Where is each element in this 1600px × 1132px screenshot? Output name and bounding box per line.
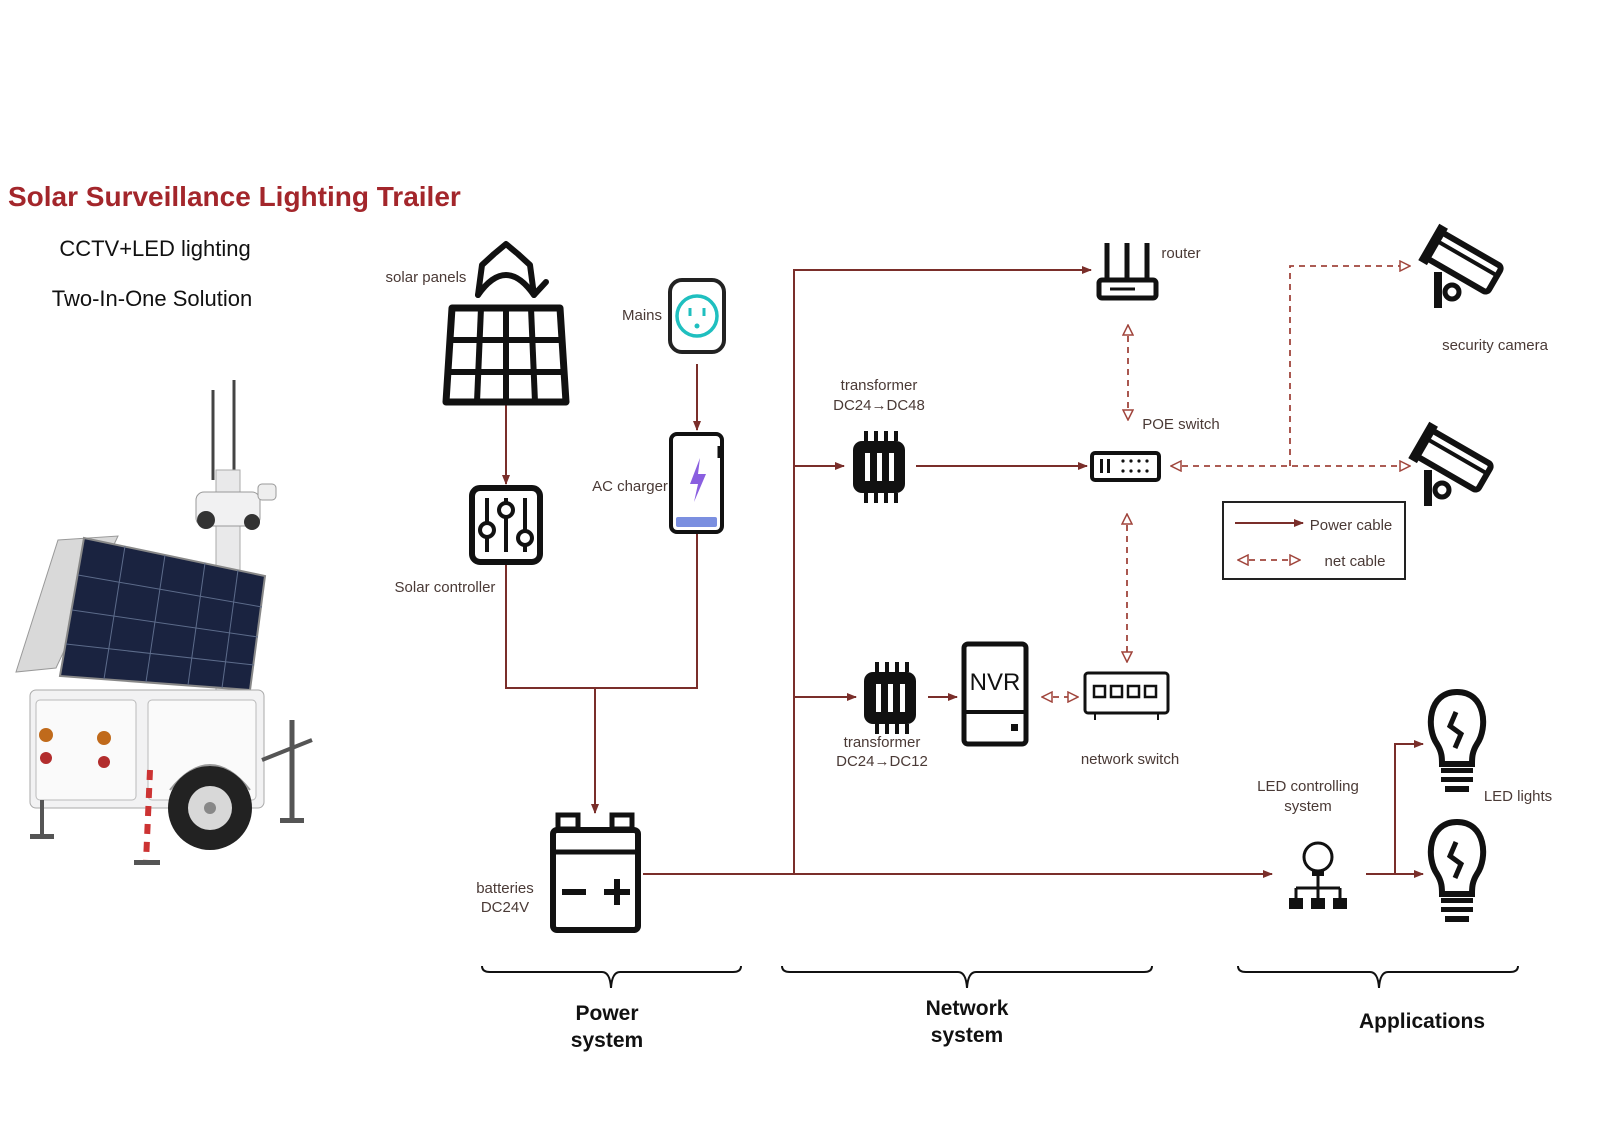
applications-brace [1237, 965, 1519, 989]
transformer-dc48-label: transformer [841, 377, 918, 394]
router-icon [1096, 243, 1159, 301]
transformer-dc12-label: transformer [844, 734, 921, 751]
transformer-dc48-ratio: DC24→DC48 [833, 397, 925, 414]
legend-power-cable: Power cable [1310, 517, 1393, 534]
nvr-icon [961, 641, 1029, 747]
security-camera-label: security camera [1442, 337, 1549, 354]
legend-net-cable: net cable [1325, 553, 1386, 570]
solar-panels-label: solar panels [386, 269, 467, 286]
led-bulb-icon [1427, 688, 1487, 792]
led-controller-label: LED controlling [1257, 778, 1359, 795]
mains-label: Mains [622, 307, 662, 324]
solar-panel-icon [442, 241, 570, 406]
poe-switch-icon [1090, 451, 1161, 482]
led-controller-label-2: system [1284, 798, 1332, 815]
network-system-brace [781, 965, 1153, 989]
ac-charger-icon [669, 432, 724, 534]
power-system-label: Power [575, 1002, 638, 1025]
transformer-dc48-icon [853, 431, 905, 503]
security-camera-icon [1408, 421, 1494, 506]
power-system-brace [481, 965, 742, 989]
led-bulb-icon [1427, 818, 1487, 922]
subtitle-solution: Two-In-One Solution [52, 286, 253, 311]
network-system-label-2: system [931, 1024, 1003, 1047]
batteries-voltage-label: DC24V [481, 899, 529, 916]
poe-switch-label: POE switch [1142, 416, 1220, 433]
subtitle-cctv: CCTV+LED lighting [59, 236, 250, 261]
power-cable-wires [502, 266, 1424, 878]
led-controller-icon [1289, 841, 1347, 909]
ac-charger-label: AC charger [592, 478, 668, 495]
transformer-dc12-icon [864, 662, 916, 734]
led-lights-label: LED lights [1484, 788, 1552, 805]
legend [1222, 501, 1406, 580]
mains-outlet-icon [668, 278, 726, 354]
trailer-illustration [15, 380, 313, 865]
solar-controller-icon [469, 485, 543, 565]
nvr-label: NVR [970, 669, 1021, 696]
transformer-dc12-ratio: DC24→DC12 [836, 753, 928, 770]
batteries-label: batteries [476, 880, 534, 897]
applications-label: Applications [1359, 1010, 1485, 1033]
page-title: Solar Surveillance Lighting Trailer [8, 181, 461, 212]
solar-controller-label: Solar controller [395, 579, 496, 596]
security-camera-icon [1418, 223, 1504, 308]
power-system-label-2: system [571, 1029, 643, 1052]
network-switch-icon [1083, 671, 1170, 720]
battery-icon [550, 812, 641, 933]
network-system-label: Network [926, 997, 1009, 1020]
router-label: router [1161, 245, 1200, 262]
net-cable-wires [1042, 266, 1410, 697]
network-switch-label: network switch [1081, 751, 1179, 768]
